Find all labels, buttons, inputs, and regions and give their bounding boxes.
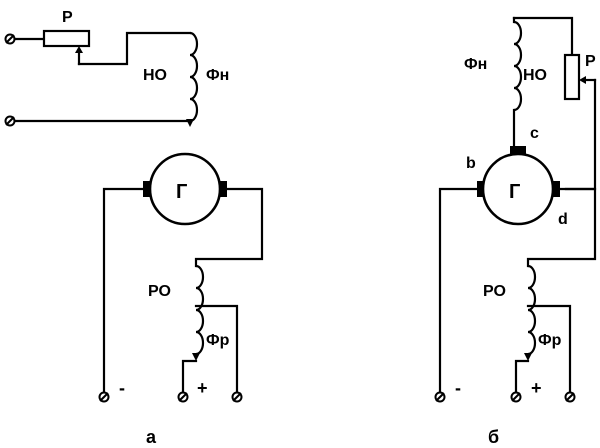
caption-a: а [146,427,157,447]
wire-b-tap [526,304,572,394]
brush-c-label: c [530,125,539,142]
rheostat-a-arrow [75,46,83,53]
series-coil-a-arrow [192,353,200,361]
wire-a-to-coil [77,31,192,66]
brush-d-label: d [558,211,568,228]
terminal-b-tap [564,391,576,403]
brush-a-right [220,181,227,197]
shunt-coil-b [513,20,523,112]
wire-a-series-top [194,187,264,268]
brush-b-left [477,181,484,197]
terminal-b-minus [434,391,446,403]
wire-a-plus [181,359,198,394]
rheostat-a [42,29,91,48]
series-coil-b-flux-label: Фр [538,332,562,349]
terminal-a-top [4,33,16,45]
shunt-coil-b-label: НО [523,67,547,84]
minus-b-label: - [455,378,461,398]
shunt-coil-a-flux-label: Фн [206,67,229,84]
series-coil-a [195,264,205,356]
shunt-coil-a [189,31,199,123]
brush-b-label: b [466,155,476,172]
rheostat-a-label: Р [62,9,73,26]
diagram-b: Фн НО Р Г c b d РО Фр [434,16,597,447]
series-coil-b [527,264,537,356]
wire-a-tap [194,304,239,394]
series-coil-b-arrow [524,353,532,361]
terminal-a-minus [98,391,110,403]
caption-b: б [488,427,499,447]
minus-a-label: - [119,378,125,398]
rheostat-b-arrow [579,76,586,84]
rheostat-b [563,53,581,101]
generator-b-label: Г [509,181,520,203]
wire-b-series-top [526,187,597,268]
series-coil-a-label: РО [148,283,171,300]
shunt-coil-b-flux-label: Фн [464,56,487,73]
terminal-a-tap [231,391,243,403]
rheostat-b-label: Р [585,53,596,70]
wire-b-plus [514,359,530,394]
brush-b-right [553,181,560,197]
terminal-b-plus [510,391,522,403]
series-coil-a-flux-label: Фр [206,332,230,349]
diagram-a: Р НО Фн Г РО Фр [4,9,264,447]
generator-a-label: Г [176,181,187,203]
series-coil-b-label: РО [483,283,506,300]
brush-a-left [143,181,150,197]
wire-b-minus [438,187,479,394]
plus-b-label: + [531,378,542,398]
wire-a-minus [102,187,145,394]
brush-b-top [510,146,526,154]
terminal-a-bottom [4,115,16,127]
shunt-coil-a-label: НО [143,67,167,84]
wire-b-rheostat-top [512,16,574,57]
plus-a-label: + [197,378,208,398]
terminal-a-plus [177,391,189,403]
